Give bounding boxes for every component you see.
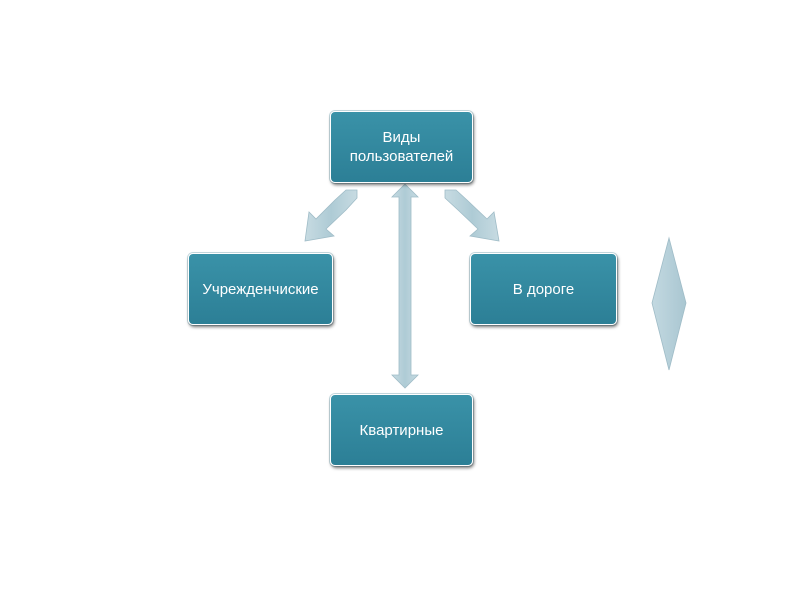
node-bottom-label: Квартирные xyxy=(359,421,444,439)
node-v-doroge: В дороге xyxy=(470,253,617,325)
arrow-root-right-icon xyxy=(444,189,500,242)
node-uchrezhdencheskie: Учрежденчиские xyxy=(188,253,333,325)
node-left-label: Учрежденчиские xyxy=(202,280,319,298)
node-kvartirnye: Квартирные xyxy=(330,394,473,466)
node-right-label: В дороге xyxy=(512,280,575,298)
diamond-shape-icon xyxy=(651,236,687,371)
node-root-label: Виды пользователей xyxy=(349,129,454,165)
node-vidy-polzovatelei: Виды пользователей xyxy=(330,111,473,183)
arrow-root-bottom-icon xyxy=(391,183,419,389)
arrow-root-left-icon xyxy=(304,189,358,242)
